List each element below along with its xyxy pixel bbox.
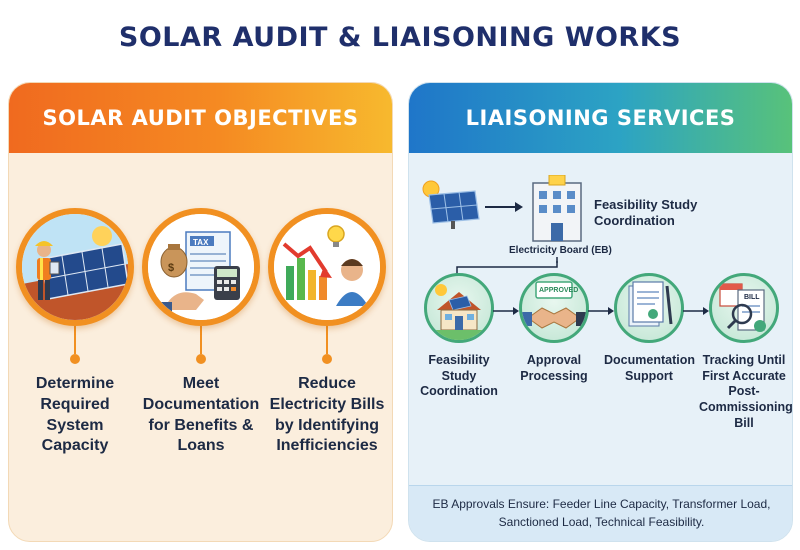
step-arrows (493, 307, 709, 315)
page-title: SOLAR AUDIT & LIAISONING WORKS (118, 22, 682, 53)
step-label: Feasibility Study Coordination (420, 353, 498, 399)
audit-objectives-heading: SOLAR AUDIT OBJECTIVES (42, 106, 359, 130)
house-solar-icon (424, 273, 494, 343)
objective-documentation: TAX $ Meet Documentation for Benefits & … (141, 208, 261, 457)
step-label: Tracking Until First Accurate Post-Commi… (699, 353, 793, 430)
eb-label: Electricity Board (EB) (509, 245, 612, 256)
step-label: Approval Processing (520, 353, 588, 383)
feasibility-top-label: Feasibility Study Coordination (594, 197, 698, 229)
dollar-icon: $ (168, 262, 175, 274)
eb-flow: Electricity Board (EB) Feasibility Study… (409, 175, 792, 265)
audit-objectives-header: SOLAR AUDIT OBJECTIVES (9, 83, 392, 153)
connector-dot (70, 354, 80, 364)
approved-tag: APPROVED (539, 287, 579, 294)
bill-magnifier-icon: BILL (709, 273, 779, 343)
audit-objectives-panel: SOLAR AUDIT OBJECTIVES (8, 82, 393, 542)
bill-reduction-chart-icon (268, 208, 386, 326)
bill-tag: BILL (744, 294, 760, 301)
step-label: Documentation Support (604, 353, 695, 383)
connector-dot (196, 354, 206, 364)
step-feasibility: Feasibility Study Coordination (414, 273, 504, 400)
worker-solar-panel-icon (16, 208, 134, 326)
liaisoning-services-header: LIAISONING SERVICES (409, 83, 792, 153)
eb-flow-graphic (422, 175, 582, 263)
eb-approvals-note: EB Approvals Ensure: Feeder Line Capacit… (409, 485, 792, 541)
handshake-approved-icon: APPROVED (519, 273, 589, 343)
tax-tag: TAX (193, 238, 209, 247)
objective-capacity: Determine Required System Capacity (15, 208, 135, 457)
step-documentation: Documentation Support (604, 273, 695, 384)
liaisoning-services-panel: LIAISONING SERVICES (408, 82, 793, 542)
step-approval: APPROVED Approval Processing (509, 273, 599, 384)
connector-line (326, 326, 328, 354)
connector-dot (322, 354, 332, 364)
objective-label: Reduce Electricity Bills by Identifying … (269, 375, 385, 455)
liaisoning-services-heading: LIAISONING SERVICES (465, 106, 736, 130)
step-tracking: BILL Tracking Until First Accurate Post-… (699, 273, 793, 431)
objective-label: Meet Documentation for Benefits & Loans (142, 375, 260, 455)
document-pen-icon (614, 273, 684, 343)
objective-reduce-bills: Reduce Electricity Bills by Identifying … (267, 208, 387, 457)
connector-line (200, 326, 202, 354)
tax-document-calculator-icon: TAX $ (142, 208, 260, 326)
connector-line (74, 326, 76, 354)
objective-label: Determine Required System Capacity (35, 375, 115, 455)
